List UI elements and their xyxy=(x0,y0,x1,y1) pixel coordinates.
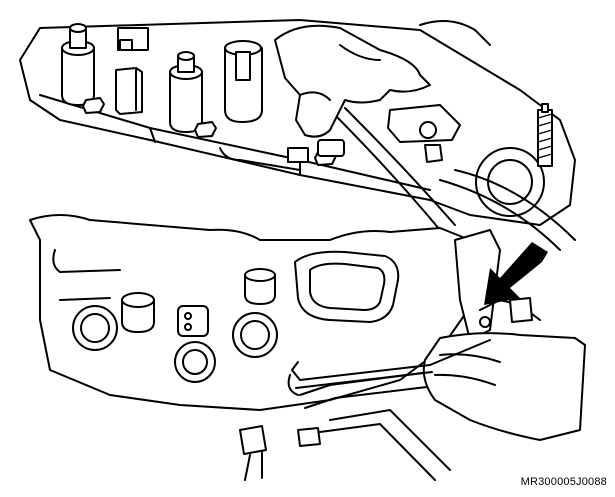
right-bracket xyxy=(454,229,541,341)
clip-fitting xyxy=(287,139,345,163)
port-2 xyxy=(174,341,216,383)
bolt-2 xyxy=(194,121,217,138)
threaded-stud xyxy=(537,103,553,167)
valve-boss-4 xyxy=(224,40,263,123)
upper-hand xyxy=(274,20,491,138)
boss-cylinder-2 xyxy=(244,268,276,305)
bracket-block xyxy=(115,67,143,115)
sensor-plate xyxy=(177,305,209,337)
bolt-1 xyxy=(82,97,105,114)
target-point xyxy=(479,316,491,328)
valve-boss-1 xyxy=(61,23,95,106)
indicator-arrow xyxy=(484,242,548,305)
fuel-hose xyxy=(329,107,576,251)
rocker-arm xyxy=(387,104,461,163)
manifold-port-large xyxy=(294,250,400,323)
lower-hand xyxy=(422,332,586,441)
valve-boss-2 xyxy=(169,51,203,133)
hook-tool xyxy=(291,339,491,389)
port-3 xyxy=(232,312,278,358)
camshaft-pulley-ring xyxy=(475,147,545,217)
boss-cylinder-1 xyxy=(121,292,155,333)
figure-code: MR300005J0088 xyxy=(520,476,607,488)
valve-boss-3 xyxy=(117,27,149,51)
port-1 xyxy=(72,305,118,351)
